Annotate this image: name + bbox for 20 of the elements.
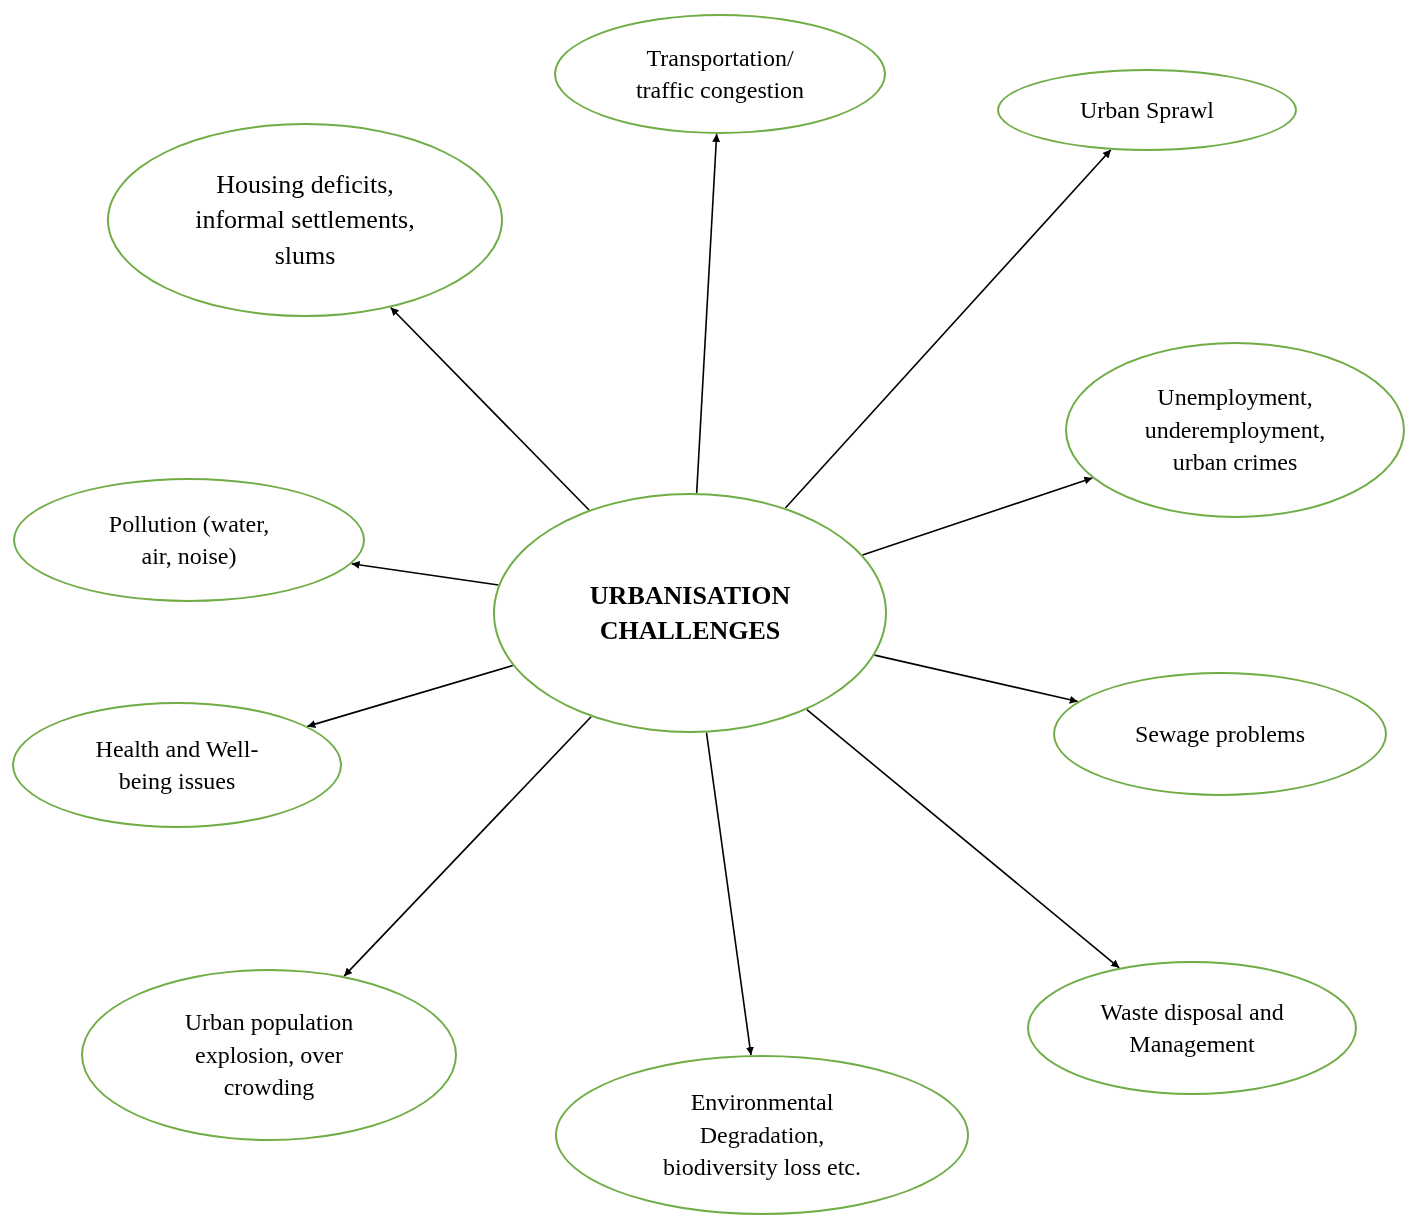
node-label: Waste disposal and Management (1099, 997, 1285, 1059)
arrow (861, 476, 1094, 556)
arrow (784, 149, 1112, 509)
node-label: Housing deficits, informal settlements, slums (194, 169, 416, 272)
arrow (389, 306, 590, 511)
node-label: Unemployment, underemployment, urban crimes (1143, 383, 1327, 478)
node-label: Pollution (water, air, noise) (107, 509, 271, 571)
node-label: Health and Well-being issues (94, 734, 260, 796)
arrow (343, 716, 592, 977)
arrow (705, 731, 754, 1056)
arrow (873, 654, 1079, 704)
node-label: Transportation/ traffic congestion (634, 43, 806, 105)
node-label: Environmental Degradation, biodiversity loss etc. (662, 1088, 862, 1183)
arrow (695, 133, 721, 494)
node-label: Urban population explosion, over crowding (183, 1008, 355, 1103)
node-label: Urban Sprawl (1079, 95, 1215, 125)
central-topic: URBANISATION CHALLENGES (588, 579, 792, 647)
arrow (806, 708, 1121, 969)
node-label: Sewage problems (1134, 719, 1306, 749)
arrow (306, 664, 514, 728)
